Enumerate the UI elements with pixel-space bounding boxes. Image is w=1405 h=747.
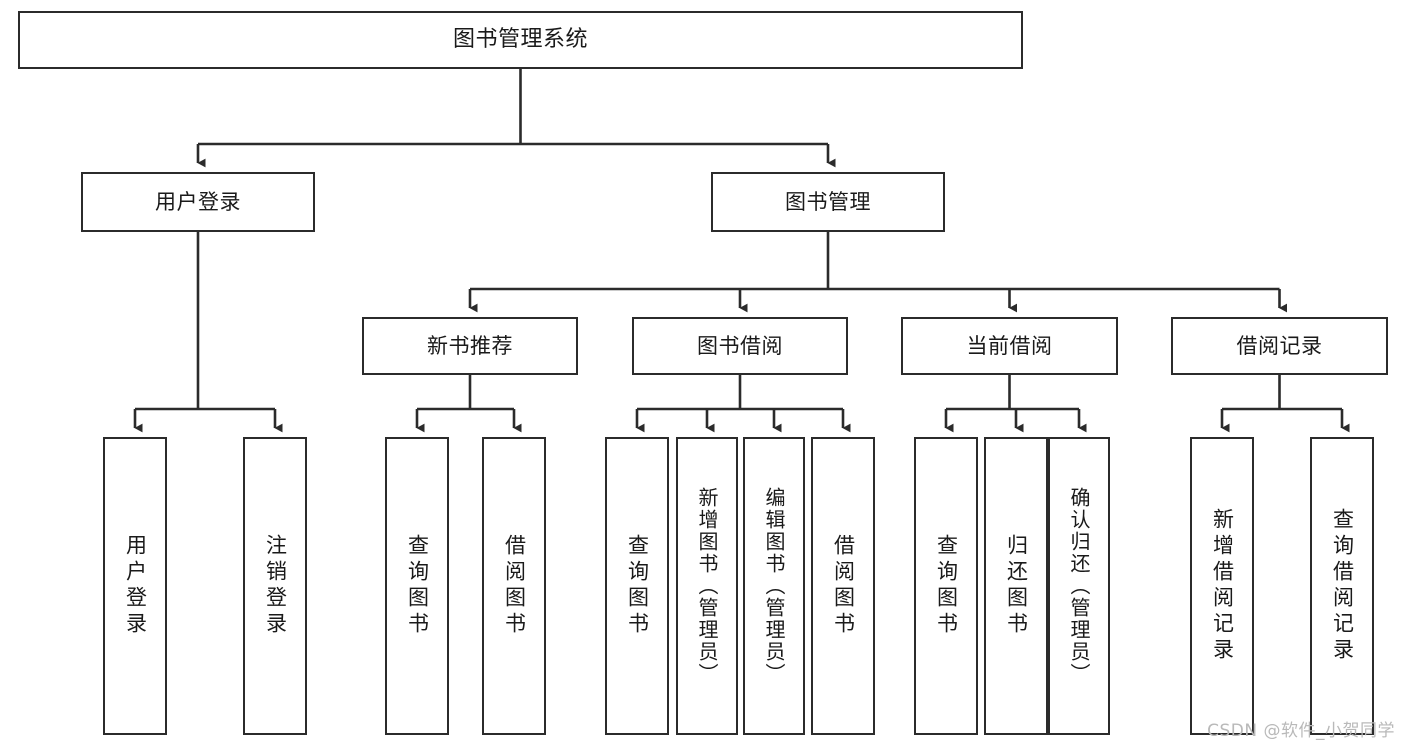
node-label: 借阅图书 [502,534,527,638]
node-label: 新增借阅记录 [1210,508,1235,664]
node-leaf-add-book[interactable]: 新增图书（管理员） [676,437,738,735]
watermark-text: CSDN @软件_小贺同学 [1207,721,1395,741]
node-leaf-user-logout[interactable]: 注销登录 [243,437,307,735]
node-label: 查询借阅记录 [1330,508,1355,664]
node-leaf-borrow-book-2[interactable]: 借阅图书 [811,437,875,735]
node-user-login[interactable]: 用户登录 [81,172,315,232]
node-label: 查询图书 [405,534,430,638]
node-label: 用户登录 [123,534,148,638]
node-label: 注销登录 [263,534,288,638]
node-label: 当前借阅 [966,333,1053,358]
node-book-manage[interactable]: 图书管理 [711,172,945,232]
node-label: 借阅记录 [1236,333,1323,358]
node-label: 用户登录 [155,189,241,214]
node-leaf-add-record[interactable]: 新增借阅记录 [1190,437,1254,735]
node-label: 查询图书 [625,534,650,638]
node-new-book-recommend[interactable]: 新书推荐 [362,317,578,375]
node-leaf-user-login[interactable]: 用户登录 [103,437,167,735]
node-borrow-record[interactable]: 借阅记录 [1171,317,1388,375]
node-label: 新增图书（管理员） [695,487,719,685]
node-leaf-confirm-return[interactable]: 确认归还（管理员） [1048,437,1110,735]
node-label: 归还图书 [1004,534,1029,638]
node-current-borrow[interactable]: 当前借阅 [901,317,1118,375]
node-label: 图书管理系统 [452,27,588,53]
node-leaf-query-book-3[interactable]: 查询图书 [914,437,978,735]
node-label: 查询图书 [934,534,959,638]
node-label: 图书借阅 [697,333,783,358]
node-label: 借阅图书 [831,534,856,638]
node-book-borrow[interactable]: 图书借阅 [632,317,848,375]
node-label: 图书管理 [785,189,871,214]
node-leaf-borrow-book-1[interactable]: 借阅图书 [482,437,546,735]
node-leaf-return-book[interactable]: 归还图书 [984,437,1048,735]
node-leaf-query-book-2[interactable]: 查询图书 [605,437,669,735]
node-leaf-query-book-1[interactable]: 查询图书 [385,437,449,735]
node-label: 新书推荐 [427,333,513,358]
node-label: 编辑图书（管理员） [762,487,786,685]
node-root[interactable]: 图书管理系统 [18,11,1023,69]
node-label: 确认归还（管理员） [1067,487,1091,685]
node-leaf-query-record[interactable]: 查询借阅记录 [1310,437,1374,735]
node-leaf-edit-book[interactable]: 编辑图书（管理员） [743,437,805,735]
